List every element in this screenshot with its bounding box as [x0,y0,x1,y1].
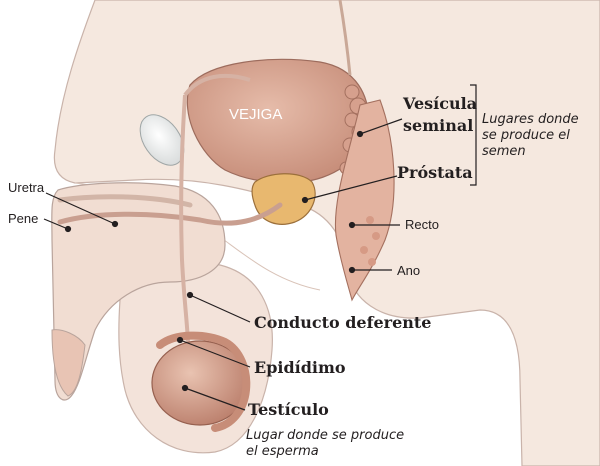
seminal-vesicle-label-line1: Vesícula [403,96,477,112]
seminal-vesicle-label-line2: seminal [403,118,473,134]
semen-note-line2: se produce el [482,128,570,144]
bladder-label: VEJIGA [229,107,282,122]
sperm-note-line1: Lugar donde se produce [246,428,404,444]
testicle-label: Testículo [248,402,329,418]
sperm-note-line2: el esperma [246,444,319,460]
rectum-label: Recto [405,218,439,231]
urethra-label: Uretra [8,181,44,194]
epididymis-label: Epidídimo [254,360,346,376]
semen-note-line3: semen [482,144,526,160]
vas-deferens-label: Conducto deferente [254,315,431,331]
semen-note-line1: Lugares donde [482,112,579,128]
penis-label: Pene [8,212,38,225]
anus-label: Ano [397,264,420,277]
prostate-label: Próstata [397,165,473,181]
